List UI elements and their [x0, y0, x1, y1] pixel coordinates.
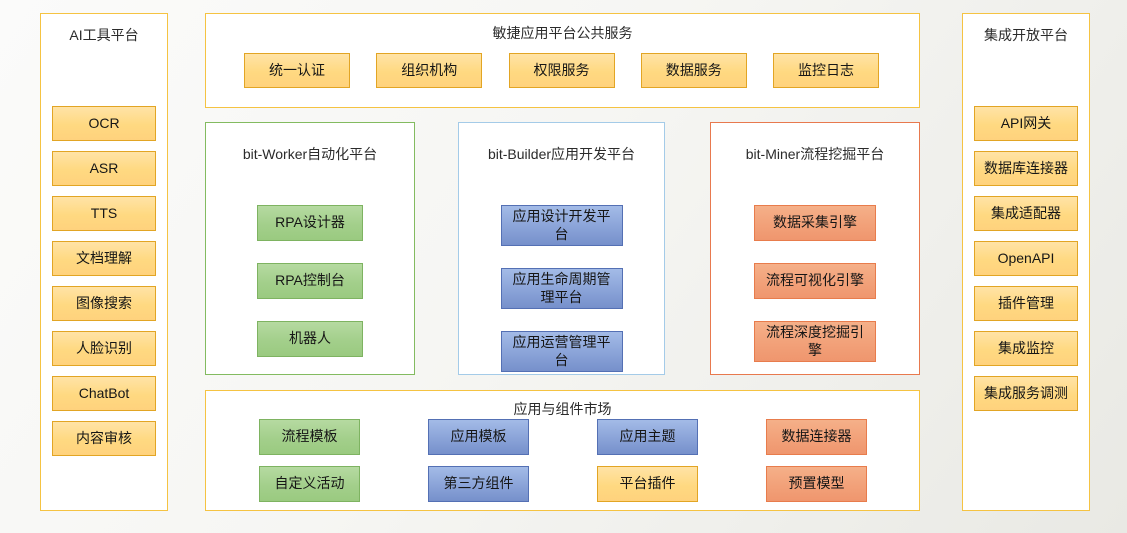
worker-rpa-designer: RPA设计器 [257, 205, 363, 241]
market-app-template: 应用模板 [428, 419, 529, 455]
common-services-row: 统一认证 组织机构 权限服务 数据服务 监控日志 [244, 53, 879, 88]
market-process-template: 流程模板 [259, 419, 360, 455]
ai-item-content-review: 内容审核 [52, 421, 156, 456]
integration-adapter: 集成适配器 [974, 196, 1078, 231]
ai-item-ocr: OCR [52, 106, 156, 141]
miner-deep-mining-engine: 流程深度挖掘引擎 [754, 321, 876, 362]
bit-worker-title: bit-Worker自动化平台 [242, 146, 378, 162]
ai-tools-panel-title: AI工具平台 [69, 27, 139, 43]
integration-panel-title: 集成开放平台 [984, 27, 1068, 43]
bit-worker-panel: bit-Worker自动化平台 RPA设计器 RPA控制台 机器人 [205, 122, 415, 375]
integration-db-connector: 数据库连接器 [974, 151, 1078, 186]
service-permission: 权限服务 [508, 53, 615, 88]
worker-robot: 机器人 [257, 321, 363, 357]
bit-miner-item-list: 数据采集引擎 流程可视化引擎 流程深度挖掘引擎 [711, 205, 919, 362]
market-app-theme: 应用主题 [597, 419, 698, 455]
builder-app-operation-platform: 应用运营管理平台 [500, 331, 623, 372]
market-third-party-component: 第三方组件 [428, 466, 529, 502]
worker-rpa-console: RPA控制台 [257, 263, 363, 299]
integration-service-debug: 集成服务调测 [974, 376, 1078, 411]
ai-item-doc-understanding: 文档理解 [52, 241, 156, 276]
ai-item-image-search: 图像搜索 [52, 286, 156, 321]
service-unified-auth: 统一认证 [244, 53, 350, 88]
integration-api-gateway: API网关 [974, 106, 1078, 141]
ai-item-asr: ASR [52, 151, 156, 186]
common-services-title: 敏捷应用平台公共服务 [492, 25, 633, 41]
market-data-connector: 数据连接器 [766, 419, 867, 455]
integration-panel: 集成开放平台 API网关 数据库连接器 集成适配器 OpenAPI 插件管理 集… [962, 13, 1090, 511]
bit-builder-title: bit-Builder应用开发平台 [487, 146, 636, 162]
ai-tools-item-list: OCR ASR TTS 文档理解 图像搜索 人脸识别 ChatBot 内容审核 [52, 106, 156, 456]
market-custom-activity: 自定义活动 [259, 466, 360, 502]
ai-item-tts: TTS [52, 196, 156, 231]
integration-openapi: OpenAPI [974, 241, 1078, 276]
builder-app-lifecycle-platform: 应用生命周期管理平台 [500, 268, 623, 309]
market-row-1: 流程模板 应用模板 应用主题 数据连接器 [259, 419, 867, 455]
service-monitor-log: 监控日志 [773, 53, 879, 88]
ai-item-face-recognition: 人脸识别 [52, 331, 156, 366]
market-platform-plugin: 平台插件 [597, 466, 698, 502]
miner-data-collection-engine: 数据采集引擎 [754, 205, 876, 241]
market-title: 应用与组件市场 [513, 401, 612, 417]
bit-worker-item-list: RPA设计器 RPA控制台 机器人 [206, 205, 414, 357]
common-services-box: 敏捷应用平台公共服务 统一认证 组织机构 权限服务 数据服务 监控日志 [205, 13, 920, 108]
bit-builder-item-list: 应用设计开发平台 应用生命周期管理平台 应用运营管理平台 [459, 205, 664, 372]
ai-item-chatbot: ChatBot [52, 376, 156, 411]
market-preset-model: 预置模型 [766, 466, 867, 502]
bit-miner-panel: bit-Miner流程挖掘平台 数据采集引擎 流程可视化引擎 流程深度挖掘引擎 [710, 122, 920, 375]
miner-process-visualization-engine: 流程可视化引擎 [754, 263, 876, 299]
integration-plugin-management: 插件管理 [974, 286, 1078, 321]
builder-app-design-dev-platform: 应用设计开发平台 [500, 205, 623, 246]
market-box: 应用与组件市场 流程模板 应用模板 应用主题 数据连接器 自定义活动 第三方组件… [205, 390, 920, 511]
bit-builder-panel: bit-Builder应用开发平台 应用设计开发平台 应用生命周期管理平台 应用… [458, 122, 665, 375]
service-data: 数据服务 [640, 53, 747, 88]
ai-tools-panel: AI工具平台 OCR ASR TTS 文档理解 图像搜索 人脸识别 ChatBo… [40, 13, 168, 511]
bit-miner-title: bit-Miner流程挖掘平台 [745, 146, 885, 162]
market-row-2: 自定义活动 第三方组件 平台插件 预置模型 [259, 466, 867, 502]
integration-item-list: API网关 数据库连接器 集成适配器 OpenAPI 插件管理 集成监控 集成服… [974, 106, 1078, 411]
service-organization: 组织机构 [376, 53, 483, 88]
integration-monitoring: 集成监控 [974, 331, 1078, 366]
